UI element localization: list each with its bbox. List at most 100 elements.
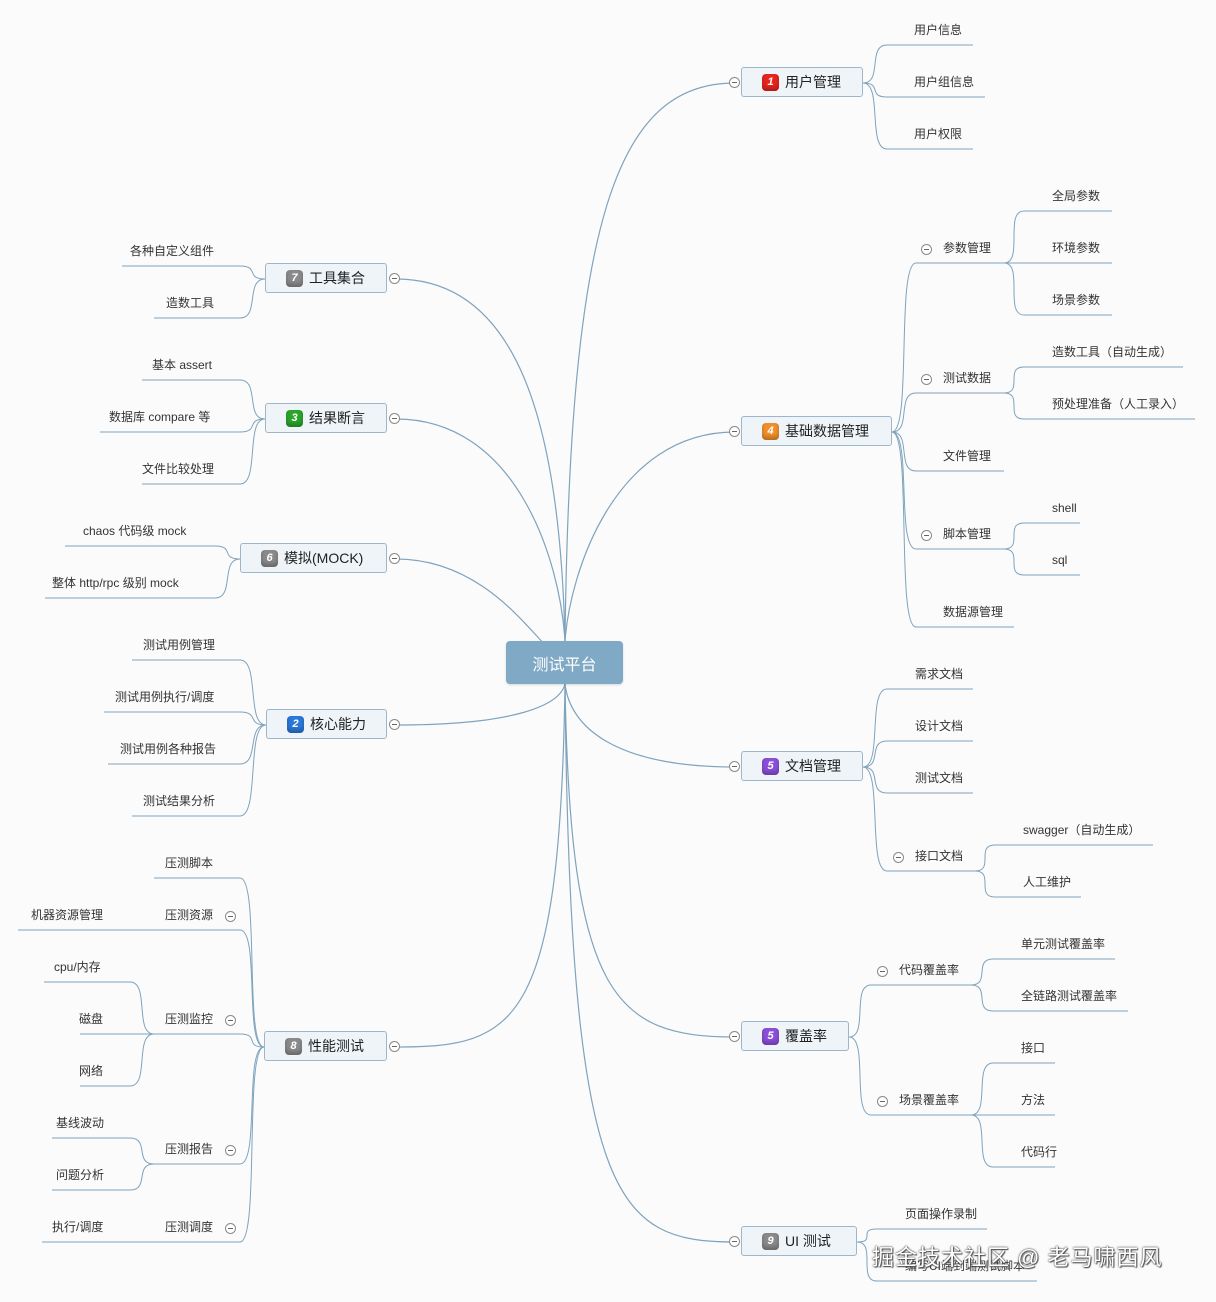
topic-chaos-mock[interactable]: chaos 代码级 mock xyxy=(83,524,187,538)
topic-scene-params[interactable]: 场景参数 xyxy=(1052,293,1101,307)
collapse-toggle-icon[interactable] xyxy=(225,1145,236,1156)
topic-test-data[interactable]: 测试数据 xyxy=(943,371,992,385)
topic-data-generation-tool[interactable]: 造数工具（自动生成） xyxy=(1052,345,1173,359)
collapse-toggle-icon[interactable] xyxy=(921,530,932,541)
branch-mock[interactable]: 6 模拟(MOCK) xyxy=(240,543,387,573)
connector-line xyxy=(891,431,917,628)
number-badge-5b: 5 xyxy=(762,1027,779,1045)
topic-scene-coverage[interactable]: 场景覆盖率 xyxy=(899,1093,960,1107)
topic-env-params[interactable]: 环境参数 xyxy=(1052,241,1101,255)
topic-script-management[interactable]: 脚本管理 xyxy=(943,527,992,541)
collapse-toggle-icon[interactable] xyxy=(729,1031,740,1042)
branch-label: 核心能力 xyxy=(310,716,366,732)
topic-load-report[interactable]: 压测报告 xyxy=(165,1142,214,1156)
topic-datasource-management[interactable]: 数据源管理 xyxy=(943,605,1004,619)
collapse-toggle-icon[interactable] xyxy=(389,719,400,730)
topic-db-compare[interactable]: 数据库 compare 等 xyxy=(109,410,211,424)
topic-issue-analysis[interactable]: 问题分析 xyxy=(56,1168,105,1182)
collapse-toggle-icon[interactable] xyxy=(389,1041,400,1052)
topic-network[interactable]: 网络 xyxy=(79,1064,104,1078)
branch-ui-test[interactable]: 9 UI 测试 xyxy=(741,1226,857,1256)
topic-method[interactable]: 方法 xyxy=(1021,1093,1046,1107)
connector-line xyxy=(974,844,996,872)
branch-document-management[interactable]: 5 文档管理 xyxy=(741,751,863,781)
topic-user-group-info[interactable]: 用户组信息 xyxy=(914,75,975,89)
topic-data-tool[interactable]: 造数工具 xyxy=(166,296,215,310)
collapse-toggle-icon[interactable] xyxy=(389,273,400,284)
number-badge-8: 8 xyxy=(285,1037,302,1055)
connector-line xyxy=(1003,392,1025,420)
topic-code-coverage[interactable]: 代码覆盖率 xyxy=(899,963,960,977)
connector-line xyxy=(862,82,888,150)
connector-line xyxy=(862,688,888,768)
topic-global-params[interactable]: 全局参数 xyxy=(1052,189,1101,203)
topic-requirement-doc[interactable]: 需求文档 xyxy=(915,667,964,681)
topic-file-management[interactable]: 文件管理 xyxy=(943,449,992,463)
connector-line xyxy=(129,1137,155,1165)
topic-api-doc[interactable]: 接口文档 xyxy=(915,849,964,863)
topic-design-doc[interactable]: 设计文档 xyxy=(915,719,964,733)
collapse-toggle-icon[interactable] xyxy=(877,1096,888,1107)
branch-tool-collection[interactable]: 7 工具集合 xyxy=(265,263,387,293)
branch-coverage[interactable]: 5 覆盖率 xyxy=(741,1021,849,1051)
topic-swagger[interactable]: swagger（自动生成） xyxy=(1023,823,1141,837)
branch-label: 用户管理 xyxy=(785,74,841,90)
collapse-toggle-icon[interactable] xyxy=(729,1236,740,1247)
root-node[interactable]: 测试平台 xyxy=(506,641,623,684)
topic-sql[interactable]: sql xyxy=(1052,553,1068,567)
topic-param-management[interactable]: 参数管理 xyxy=(943,241,992,255)
collapse-toggle-icon[interactable] xyxy=(225,1015,236,1026)
branch-performance-test[interactable]: 8 性能测试 xyxy=(264,1031,387,1061)
topic-ui-e2e-script[interactable]: 编写UI端到端测试脚本 xyxy=(905,1259,1026,1273)
number-badge-3: 3 xyxy=(286,409,303,427)
branch-base-data-management[interactable]: 4 基础数据管理 xyxy=(741,416,892,446)
topic-execute-schedule[interactable]: 执行/调度 xyxy=(52,1220,104,1234)
collapse-toggle-icon[interactable] xyxy=(389,413,400,424)
topic-disk[interactable]: 磁盘 xyxy=(79,1012,104,1026)
topic-load-resource[interactable]: 压测资源 xyxy=(165,908,214,922)
connector-line xyxy=(129,1033,155,1087)
topic-test-doc[interactable]: 测试文档 xyxy=(915,771,964,785)
topic-load-schedule[interactable]: 压测调度 xyxy=(165,1220,214,1234)
topic-full-link-coverage[interactable]: 全链路测试覆盖率 xyxy=(1021,989,1118,1003)
collapse-toggle-icon[interactable] xyxy=(225,911,236,922)
collapse-toggle-icon[interactable] xyxy=(893,852,904,863)
topic-load-script[interactable]: 压测脚本 xyxy=(165,856,214,870)
topic-file-compare[interactable]: 文件比较处理 xyxy=(142,462,215,476)
branch-result-assertion[interactable]: 3 结果断言 xyxy=(265,403,387,433)
topic-user-permission[interactable]: 用户权限 xyxy=(914,127,963,141)
branch-core-capability[interactable]: 2 核心能力 xyxy=(266,709,387,739)
topic-testcase-reports[interactable]: 测试用例各种报告 xyxy=(120,742,217,756)
topic-baseline-fluctuation[interactable]: 基线波动 xyxy=(56,1116,105,1130)
topic-page-recording[interactable]: 页面操作录制 xyxy=(905,1207,978,1221)
collapse-toggle-icon[interactable] xyxy=(729,426,740,437)
topic-custom-components[interactable]: 各种自定义组件 xyxy=(130,244,215,258)
connector-line xyxy=(970,1062,994,1116)
topic-unit-test-coverage[interactable]: 单元测试覆盖率 xyxy=(1021,937,1106,951)
topic-http-rpc-mock[interactable]: 整体 http/rpc 级别 mock xyxy=(52,576,179,590)
topic-machine-resource[interactable]: 机器资源管理 xyxy=(31,908,104,922)
topic-interface[interactable]: 接口 xyxy=(1021,1041,1046,1055)
topic-cpu-memory[interactable]: cpu/内存 xyxy=(54,960,101,974)
topic-testcase-management[interactable]: 测试用例管理 xyxy=(143,638,216,652)
topic-manual-maintenance[interactable]: 人工维护 xyxy=(1023,875,1072,889)
topic-code-line[interactable]: 代码行 xyxy=(1021,1145,1058,1159)
collapse-toggle-icon[interactable] xyxy=(225,1223,236,1234)
topic-result-analysis[interactable]: 测试结果分析 xyxy=(143,794,216,808)
topic-manual-preparation[interactable]: 预处理准备（人工录入） xyxy=(1052,397,1185,411)
topic-load-monitor[interactable]: 压测监控 xyxy=(165,1012,214,1026)
collapse-toggle-icon[interactable] xyxy=(877,966,888,977)
collapse-toggle-icon[interactable] xyxy=(921,374,932,385)
topic-shell[interactable]: shell xyxy=(1052,501,1077,515)
connector-line xyxy=(239,418,266,433)
collapse-toggle-icon[interactable] xyxy=(921,244,932,255)
connector-line xyxy=(239,877,265,1048)
topic-testcase-execution[interactable]: 测试用例执行/调度 xyxy=(115,690,215,704)
collapse-toggle-icon[interactable] xyxy=(389,553,400,564)
number-badge-2: 2 xyxy=(287,715,304,733)
topic-basic-assert[interactable]: 基本 assert xyxy=(152,358,213,372)
branch-user-management[interactable]: 1 用户管理 xyxy=(741,67,863,97)
collapse-toggle-icon[interactable] xyxy=(729,77,740,88)
topic-user-info[interactable]: 用户信息 xyxy=(914,23,963,37)
collapse-toggle-icon[interactable] xyxy=(729,761,740,772)
